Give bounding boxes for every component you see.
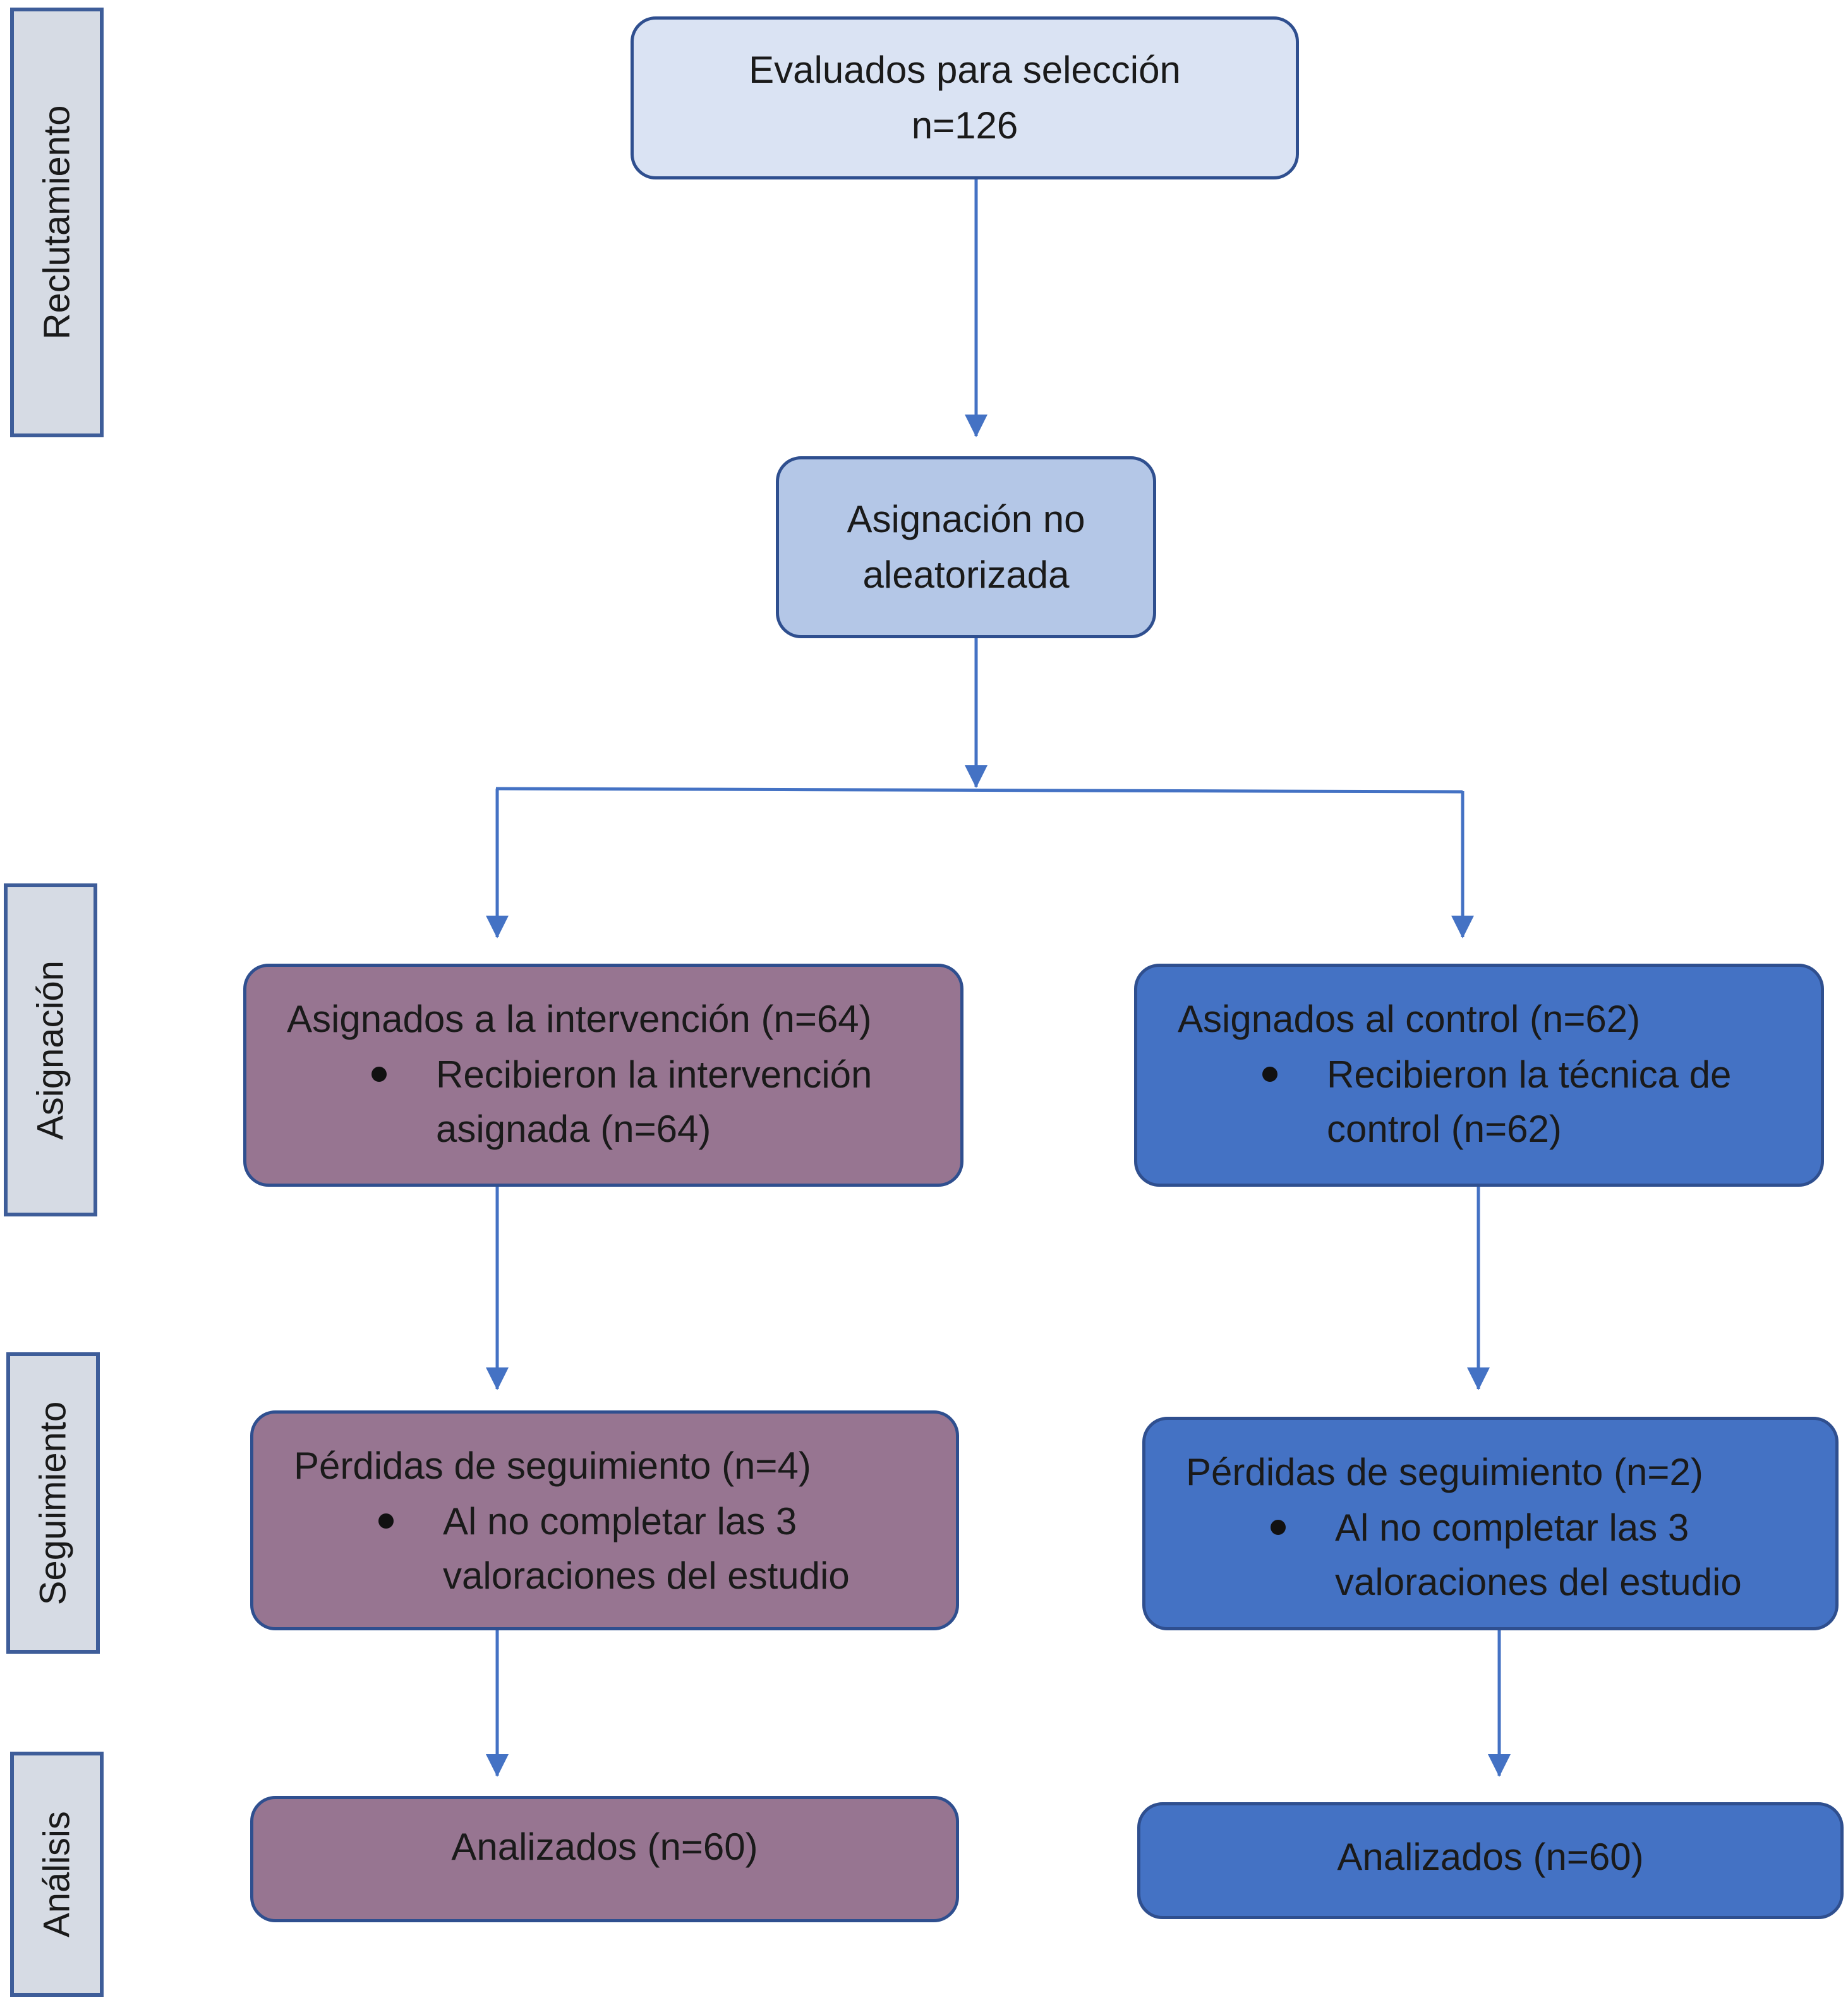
intervention-follow-up-box: Pérdidas de seguimiento (n=4) Al no comp… <box>250 1410 959 1630</box>
control-analysis-box: Analizados (n=60) <box>1137 1802 1844 1919</box>
intervention-follow-up-bullet-line1: Al no completar las 3 <box>443 1500 797 1542</box>
control-assigned-bullets: Recibieron la técnica de control (n=62) <box>1262 1048 1732 1156</box>
stage-analysis-label: Análisis <box>36 1811 78 1937</box>
stage-follow-up-label: Seguimiento <box>32 1401 74 1605</box>
control-analysis-title: Analizados (n=60) <box>1337 1835 1644 1878</box>
intervention-follow-up-bullets: Al no completar las 3 valoraciones del e… <box>378 1494 850 1603</box>
intervention-assigned-box: Asignados a la intervención (n=64) Recib… <box>243 964 963 1187</box>
control-follow-up-bullets: Al no completar las 3 valoraciones del e… <box>1271 1501 1742 1609</box>
intervention-assigned-bullet: Recibieron la intervención asignada (n=6… <box>371 1048 873 1156</box>
stage-analysis: Análisis <box>10 1752 104 1997</box>
screening-box: Evaluados para selección n=126 <box>631 16 1299 179</box>
control-assigned-bullet-line2: control (n=62) <box>1327 1108 1562 1150</box>
intervention-assigned-bullet-line2: asignada (n=64) <box>436 1108 711 1150</box>
stage-recruitment: Reclutamiento <box>10 8 104 437</box>
intervention-assigned-title: Asignados a la intervención (n=64) <box>287 998 872 1040</box>
stage-follow-up: Seguimiento <box>6 1352 100 1654</box>
intervention-analysis-box: Analizados (n=60) <box>250 1796 959 1922</box>
control-follow-up-title: Pérdidas de seguimiento (n=2) <box>1186 1451 1703 1493</box>
stage-allocation-label: Asignación <box>30 960 71 1140</box>
intervention-follow-up-title: Pérdidas de seguimiento (n=4) <box>294 1445 811 1487</box>
intervention-assigned-bullet-line1: Recibieron la intervención <box>436 1053 873 1096</box>
stage-recruitment-label: Reclutamiento <box>36 105 78 340</box>
control-follow-up-bullet-line2: valoraciones del estudio <box>1335 1561 1742 1603</box>
control-assigned-bullet-line1: Recibieron la técnica de <box>1327 1053 1732 1096</box>
intervention-follow-up-bullet-line2: valoraciones del estudio <box>443 1555 850 1597</box>
intervention-follow-up-bullet: Al no completar las 3 valoraciones del e… <box>378 1494 850 1603</box>
allocation-box: Asignación no aleatorizada <box>776 456 1156 638</box>
control-assigned-bullet: Recibieron la técnica de control (n=62) <box>1262 1048 1732 1156</box>
control-follow-up-box: Pérdidas de seguimiento (n=2) Al no comp… <box>1142 1417 1839 1630</box>
screening-count: n=126 <box>911 104 1018 147</box>
stage-allocation: Asignación <box>4 883 97 1216</box>
control-follow-up-bullet-line1: Al no completar las 3 <box>1335 1506 1689 1549</box>
control-assigned-box: Asignados al control (n=62) Recibieron l… <box>1134 964 1824 1187</box>
split-horizontal-line <box>495 787 1463 794</box>
intervention-analysis-title: Analizados (n=60) <box>451 1826 758 1868</box>
control-follow-up-bullet: Al no completar las 3 valoraciones del e… <box>1271 1501 1742 1609</box>
control-assigned-title: Asignados al control (n=62) <box>1178 998 1641 1040</box>
screening-title: Evaluados para selección <box>749 49 1181 91</box>
intervention-assigned-bullets: Recibieron la intervención asignada (n=6… <box>371 1048 873 1156</box>
allocation-line1: Asignación no <box>847 498 1085 540</box>
allocation-line2: aleatorizada <box>862 554 1070 596</box>
